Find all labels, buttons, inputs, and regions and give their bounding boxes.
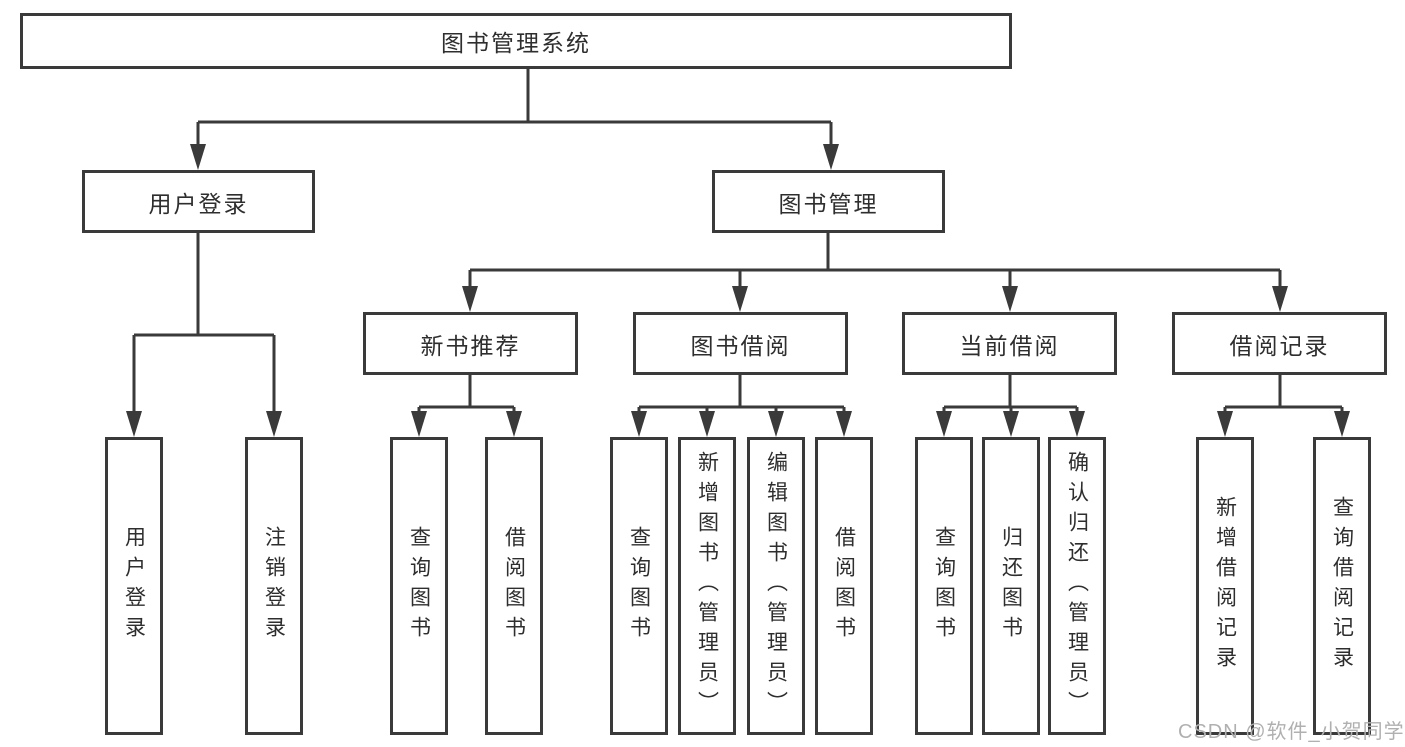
node-borrow-records: 借阅记录 bbox=[1172, 312, 1387, 375]
csdn-watermark: CSDN @软件_小贺同学 bbox=[1178, 721, 1405, 743]
leaf-query-books-recommend-label: 查询图书 bbox=[407, 526, 431, 646]
leaf-confirm-return-admin: 确认归还（管理员） bbox=[1048, 437, 1106, 735]
leaf-return-books: 归还图书 bbox=[982, 437, 1040, 735]
leaf-confirm-return-admin-label: 确认归还（管理员） bbox=[1065, 451, 1089, 721]
leaf-user-login: 用户登录 bbox=[105, 437, 163, 735]
leaf-borrow-books-recommend: 借阅图书 bbox=[485, 437, 543, 735]
leaf-user-login-label: 用户登录 bbox=[122, 526, 146, 646]
leaf-query-books-borrow: 查询图书 bbox=[610, 437, 668, 735]
leaf-borrow-books-label: 借阅图书 bbox=[832, 526, 856, 646]
node-current-borrow: 当前借阅 bbox=[902, 312, 1117, 375]
leaf-query-books-current: 查询图书 bbox=[915, 437, 973, 735]
leaf-query-books-current-label: 查询图书 bbox=[932, 526, 956, 646]
leaf-logout-label: 注销登录 bbox=[262, 526, 286, 646]
leaf-logout: 注销登录 bbox=[245, 437, 303, 735]
node-book-management: 图书管理 bbox=[712, 170, 945, 233]
node-book-borrow: 图书借阅 bbox=[633, 312, 848, 375]
leaf-return-books-label: 归还图书 bbox=[999, 526, 1023, 646]
leaf-add-borrow-record: 新增借阅记录 bbox=[1196, 437, 1254, 735]
leaf-edit-books-admin-label: 编辑图书（管理员） bbox=[764, 451, 788, 721]
leaf-query-borrow-record-label: 查询借阅记录 bbox=[1330, 496, 1354, 676]
leaf-query-books-recommend: 查询图书 bbox=[390, 437, 448, 735]
leaf-query-borrow-record: 查询借阅记录 bbox=[1313, 437, 1371, 735]
leaf-add-books-admin-label: 新增图书（管理员） bbox=[695, 451, 719, 721]
leaf-add-borrow-record-label: 新增借阅记录 bbox=[1213, 496, 1237, 676]
node-root-library-system: 图书管理系统 bbox=[20, 13, 1012, 69]
node-new-book-recommend: 新书推荐 bbox=[363, 312, 578, 375]
leaf-edit-books-admin: 编辑图书（管理员） bbox=[747, 437, 805, 735]
leaf-borrow-books-recommend-label: 借阅图书 bbox=[502, 526, 526, 646]
leaf-add-books-admin: 新增图书（管理员） bbox=[678, 437, 736, 735]
leaf-query-books-borrow-label: 查询图书 bbox=[627, 526, 651, 646]
leaf-borrow-books: 借阅图书 bbox=[815, 437, 873, 735]
node-user-login: 用户登录 bbox=[82, 170, 315, 233]
